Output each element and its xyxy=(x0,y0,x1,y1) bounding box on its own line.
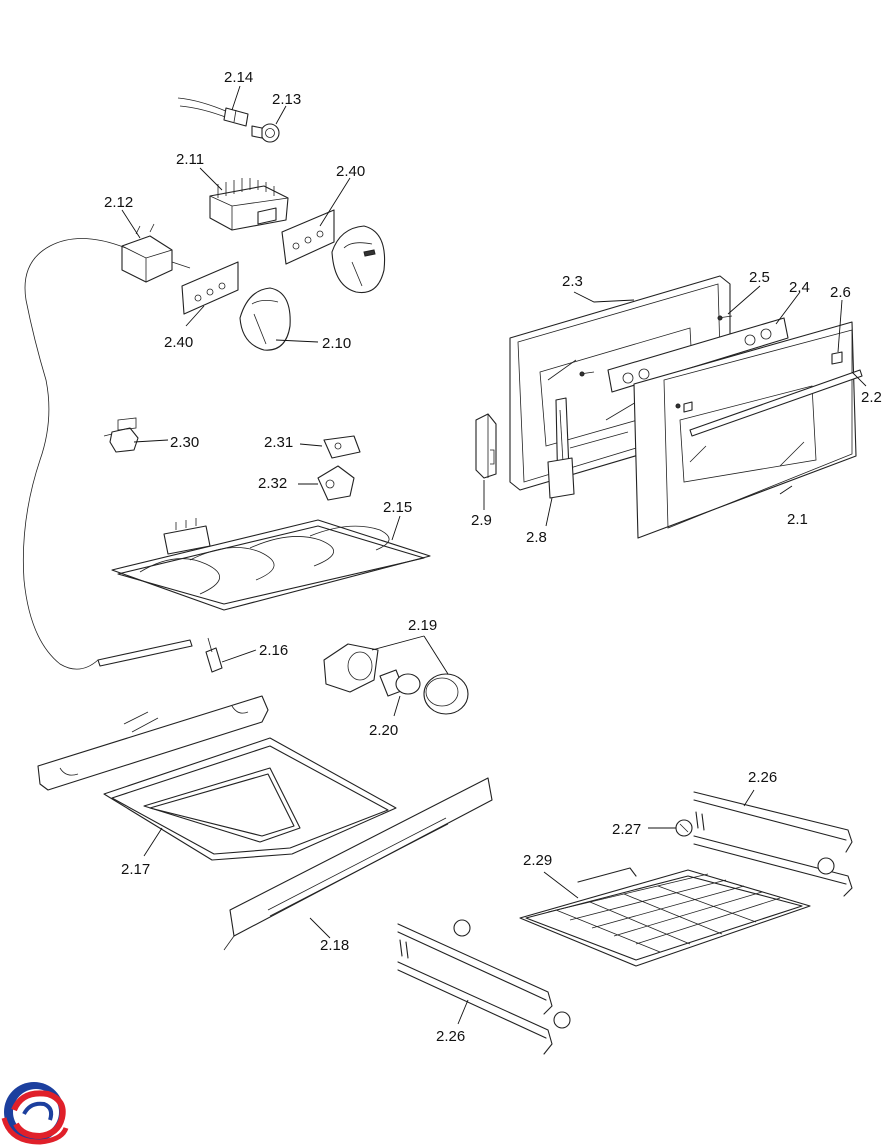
leader-lines xyxy=(121,85,867,1025)
label-2-10: 2.10 xyxy=(322,335,351,352)
label-2-1: 2.1 xyxy=(787,511,808,528)
capillary-tube xyxy=(22,238,127,670)
label-2-40-lower: 2.40 xyxy=(164,334,193,351)
part-2-11-selector-switch xyxy=(209,178,289,231)
part-labels: 2.14 2.13 2.11 2.40 2.12 2.40 2.10 2.3 2… xyxy=(104,69,882,1045)
label-2-27: 2.27 xyxy=(612,821,641,838)
label-2-31: 2.31 xyxy=(264,434,293,451)
part-2-31-bracket xyxy=(323,435,361,459)
label-2-30: 2.30 xyxy=(170,434,199,451)
label-2-26-upper: 2.26 xyxy=(748,769,777,786)
label-2-8: 2.8 xyxy=(526,529,547,546)
part-2-30-holder xyxy=(103,417,139,453)
brand-logo xyxy=(1,1082,69,1145)
part-2-14-connector xyxy=(177,97,249,127)
label-2-3: 2.3 xyxy=(562,273,583,290)
part-2-40-plate-lower xyxy=(181,261,239,315)
sensor-bulb xyxy=(97,639,193,667)
part-2-9-bracket xyxy=(475,413,497,479)
label-2-32: 2.32 xyxy=(258,475,287,492)
label-2-18: 2.18 xyxy=(320,937,349,954)
part-2-29-wire-shelf xyxy=(519,867,811,967)
label-2-11: 2.11 xyxy=(176,151,204,168)
label-2-9: 2.9 xyxy=(471,512,492,529)
label-2-19: 2.19 xyxy=(408,617,437,634)
part-2-19-lamp-cover xyxy=(423,673,469,715)
label-2-2: 2.2 xyxy=(861,389,882,406)
label-2-13: 2.13 xyxy=(272,91,301,108)
label-2-14: 2.14 xyxy=(224,69,253,86)
label-2-20: 2.20 xyxy=(369,722,398,739)
part-2-10-knob-lower xyxy=(239,287,291,351)
label-2-6: 2.6 xyxy=(830,284,851,301)
part-2-12-thermostat xyxy=(121,223,191,283)
part-2-26-support-upper xyxy=(693,791,853,897)
part-2-40-plate-upper xyxy=(281,209,335,265)
label-2-26-lower: 2.26 xyxy=(436,1028,465,1045)
part-2-27-screw xyxy=(675,819,835,875)
part-2-32-clamp xyxy=(317,465,355,501)
part-2-6-clip xyxy=(675,351,843,413)
part-2-18-rail xyxy=(223,777,493,951)
part-2-19-lamp-housing xyxy=(323,643,379,693)
part-2-10-knob-upper xyxy=(331,225,386,294)
label-2-40-upper: 2.40 xyxy=(336,163,365,180)
part-2-20-bulb xyxy=(379,669,421,697)
label-2-17: 2.17 xyxy=(121,861,150,878)
label-2-5: 2.5 xyxy=(749,269,770,286)
part-2-16-clip xyxy=(205,637,223,673)
part-2-1-outer-door xyxy=(633,321,863,539)
part-2-8-hinge xyxy=(547,397,575,499)
part-2-5-screw xyxy=(579,315,733,377)
part-2-13-indicator xyxy=(251,123,280,143)
part-2-17-bottom-element xyxy=(37,695,397,861)
label-2-16: 2.16 xyxy=(259,642,288,659)
part-2-4-handle-bar xyxy=(607,317,789,393)
part-2-26-support-lower xyxy=(397,919,571,1055)
label-2-4: 2.4 xyxy=(789,279,810,296)
label-2-29: 2.29 xyxy=(523,852,552,869)
label-2-15: 2.15 xyxy=(383,499,412,516)
label-2-12: 2.12 xyxy=(104,194,133,211)
part-2-15-grill-element xyxy=(111,518,431,611)
